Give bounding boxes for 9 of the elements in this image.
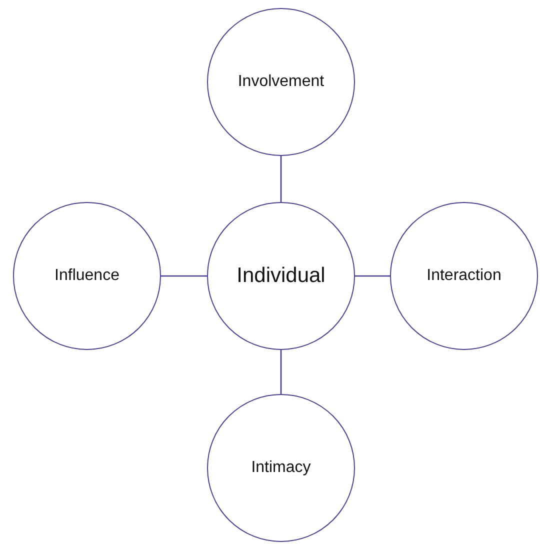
node-label: Intimacy xyxy=(251,459,311,477)
node-label: Individual xyxy=(236,264,326,288)
connector-line xyxy=(355,275,390,277)
node-label: Influence xyxy=(54,267,120,285)
connector-line xyxy=(161,275,207,277)
connector-line xyxy=(280,350,282,394)
node-label: Interaction xyxy=(426,267,502,285)
connector-line xyxy=(280,156,282,202)
node-label: Involvement xyxy=(238,73,324,91)
